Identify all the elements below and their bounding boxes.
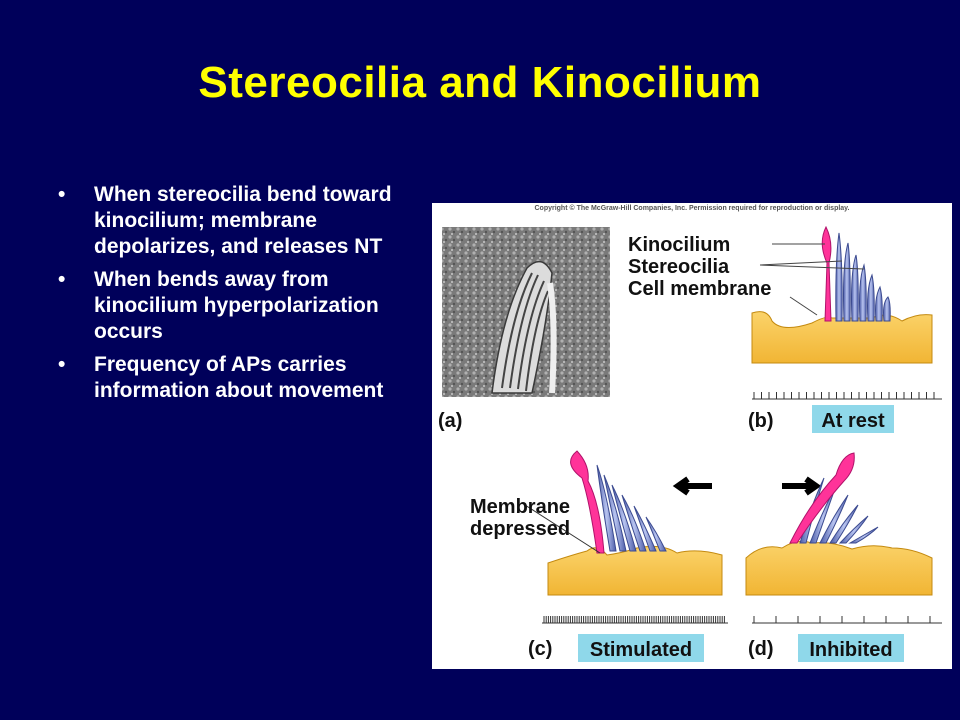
label-cell-membrane: Cell membrane [628, 278, 771, 300]
state-box-stimulated [578, 634, 704, 662]
panel-label-a: (a) [438, 410, 462, 432]
arrow-left-icon [672, 476, 712, 496]
arrow-right-icon [782, 476, 822, 496]
bullet-item: • When stereocilia bend toward kinociliu… [58, 182, 430, 260]
bullet-dot-icon: • [58, 353, 66, 376]
bullet-text: When bends away from kinocilium hyperpol… [94, 268, 379, 343]
bullet-text: When stereocilia bend toward kinocilium;… [94, 183, 392, 258]
copyright-notice: Copyright © The McGraw-Hill Companies, I… [534, 205, 850, 212]
state-label-rest: At rest [821, 410, 885, 432]
bullet-item: • When bends away from kinocilium hyperp… [58, 267, 430, 345]
kinocilium-stimulated [570, 450, 605, 554]
label-depressed: depressed [470, 518, 570, 540]
slide-title: Stereocilia and Kinocilium [198, 58, 762, 107]
label-stereocilia: Stereocilia [628, 256, 730, 278]
micrograph-image [442, 227, 610, 397]
bullet-text: Frequency of APs carries information abo… [94, 353, 384, 402]
label-membrane: Membrane [470, 496, 570, 518]
panel-d-inhibited [745, 452, 933, 596]
state-box-inhibited [798, 634, 904, 662]
panel-label-b: (b) [748, 410, 774, 432]
bullet-list: • When stereocilia bend toward kinociliu… [58, 182, 430, 411]
panel-label-d: (d) [748, 638, 774, 660]
stereocilia-stimulated [596, 464, 667, 552]
panel-label-c: (c) [528, 638, 552, 660]
label-kinocilium: Kinocilium [628, 234, 730, 256]
bullet-dot-icon: • [58, 183, 66, 206]
kinocilium-rest [821, 225, 832, 322]
hair-cell-diagram: Kinocilium Stereocilia Cell membrane Mem… [438, 225, 942, 662]
state-label-stimulated: Stimulated [590, 639, 692, 661]
state-label-inhibited: Inhibited [809, 639, 892, 661]
hair-cell-figure: Kinocilium Stereocilia Cell membrane Mem… [432, 203, 952, 669]
bullet-dot-icon: • [58, 268, 66, 291]
bullet-item: • Frequency of APs carries information a… [58, 352, 430, 404]
kinocilium-inhibited [789, 452, 855, 544]
panel-c-stimulated [524, 450, 723, 596]
panel-b-rest [751, 225, 933, 364]
stereocilia-rest [835, 232, 891, 322]
state-box-rest [812, 405, 894, 433]
